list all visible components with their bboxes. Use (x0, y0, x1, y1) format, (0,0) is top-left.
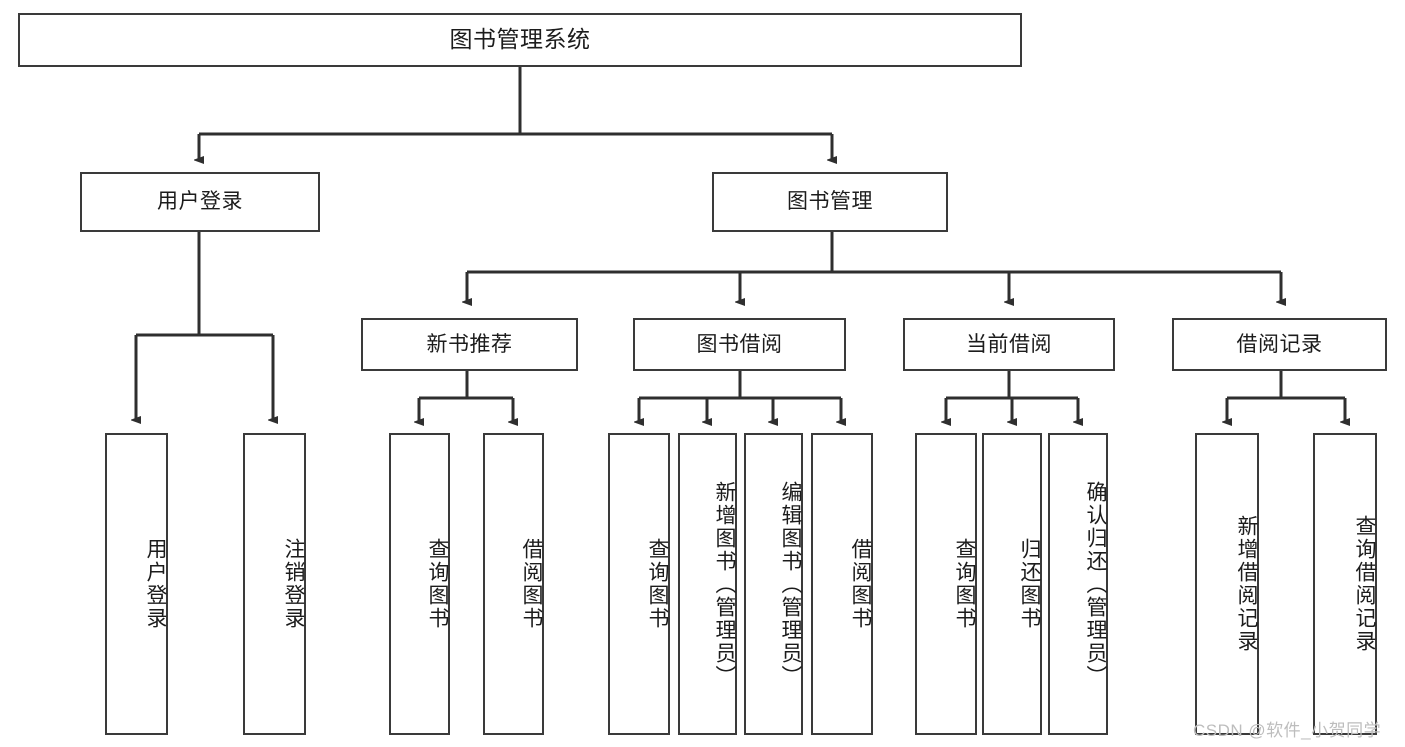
leaf-user-login-login[interactable]: 用户登录 (105, 433, 168, 735)
leaf-book-borrow-borrow[interactable]: 借阅图书 (811, 433, 873, 735)
node-user-login[interactable]: 用户登录 (80, 172, 320, 232)
leaf-label: 编辑图书（管理员） (779, 480, 802, 688)
leaf-label: 查询图书 (953, 538, 976, 630)
node-current-borrow[interactable]: 当前借阅 (903, 318, 1115, 371)
leaf-book-borrow-add[interactable]: 新增图书（管理员） (678, 433, 737, 735)
node-borrow-record[interactable]: 借阅记录 (1172, 318, 1387, 371)
leaf-label: 注销登录 (282, 538, 305, 630)
leaf-label: 查询图书 (646, 538, 669, 630)
leaf-new-book-borrow[interactable]: 借阅图书 (483, 433, 544, 735)
leaf-label: 新增借阅记录 (1235, 515, 1258, 653)
leaf-book-borrow-query[interactable]: 查询图书 (608, 433, 670, 735)
node-root-system[interactable]: 图书管理系统 (18, 13, 1022, 67)
leaf-label: 借阅图书 (849, 538, 872, 630)
leaf-book-borrow-edit[interactable]: 编辑图书（管理员） (744, 433, 803, 735)
leaf-label: 归还图书 (1018, 538, 1041, 630)
watermark-label: CSDN @软件_小贺同学 (1193, 721, 1382, 740)
leaf-borrow-record-add[interactable]: 新增借阅记录 (1195, 433, 1259, 735)
leaf-label: 查询借阅记录 (1353, 515, 1376, 653)
node-book-borrow[interactable]: 图书借阅 (633, 318, 846, 371)
leaf-current-borrow-return[interactable]: 归还图书 (982, 433, 1042, 735)
leaf-label: 用户登录 (144, 538, 167, 630)
leaf-label: 查询图书 (426, 538, 449, 630)
node-book-manage[interactable]: 图书管理 (712, 172, 948, 232)
leaf-current-borrow-confirm[interactable]: 确认归还（管理员） (1048, 433, 1108, 735)
leaf-label: 借阅图书 (520, 538, 543, 630)
leaf-borrow-record-query[interactable]: 查询借阅记录 (1313, 433, 1377, 735)
leaf-label: 新增图书（管理员） (713, 480, 736, 688)
leaf-current-borrow-query[interactable]: 查询图书 (915, 433, 977, 735)
leaf-new-book-query[interactable]: 查询图书 (389, 433, 450, 735)
leaf-label: 确认归还（管理员） (1084, 480, 1107, 688)
leaf-user-login-logout[interactable]: 注销登录 (243, 433, 306, 735)
node-new-book-recommend[interactable]: 新书推荐 (361, 318, 578, 371)
